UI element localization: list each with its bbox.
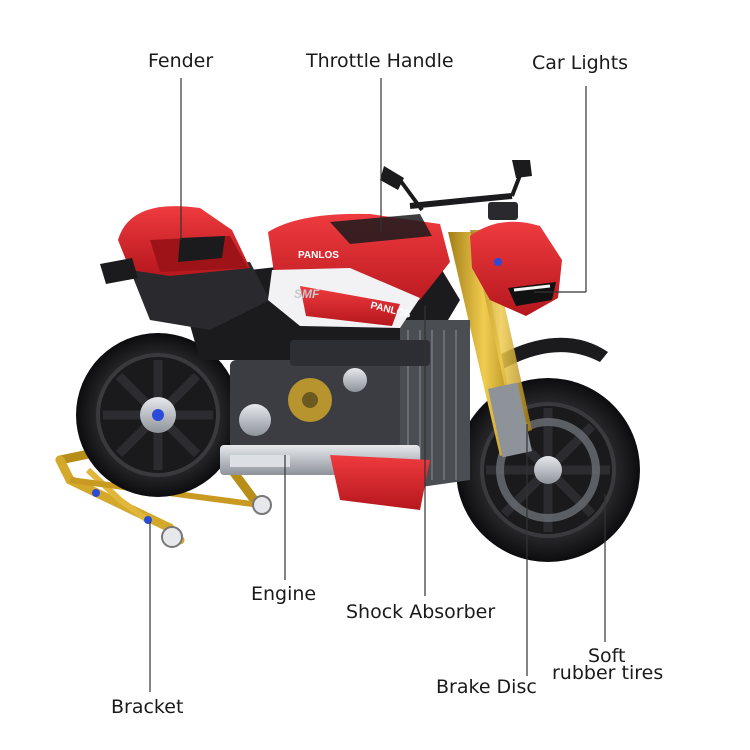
decal-side-mark: SMF bbox=[294, 287, 320, 301]
decal-brand-upper: PANLOS bbox=[298, 250, 339, 261]
label-soft-tires-line2: rubber tires bbox=[552, 662, 664, 684]
label-bracket: Bracket bbox=[111, 696, 184, 718]
label-fender: Fender bbox=[148, 50, 214, 72]
label-throttle-handle: Throttle Handle bbox=[306, 50, 454, 72]
front-wheel bbox=[456, 378, 640, 562]
fuel-tank bbox=[268, 213, 450, 328]
front-fender bbox=[490, 337, 608, 372]
label-car-lights: Car Lights bbox=[532, 52, 629, 74]
handlebars bbox=[380, 160, 532, 220]
belly-pan bbox=[330, 455, 430, 510]
engine-block bbox=[220, 340, 430, 475]
tail-fender bbox=[100, 206, 250, 284]
label-engine: Engine bbox=[251, 583, 317, 605]
label-soft-tires-line1: Soft bbox=[588, 645, 626, 667]
label-brake-disc: Brake Disc bbox=[436, 676, 537, 698]
label-shock-absorber: Shock Absorber bbox=[346, 601, 496, 623]
leader-lines bbox=[149, 78, 606, 692]
rear-wheel bbox=[76, 333, 240, 497]
